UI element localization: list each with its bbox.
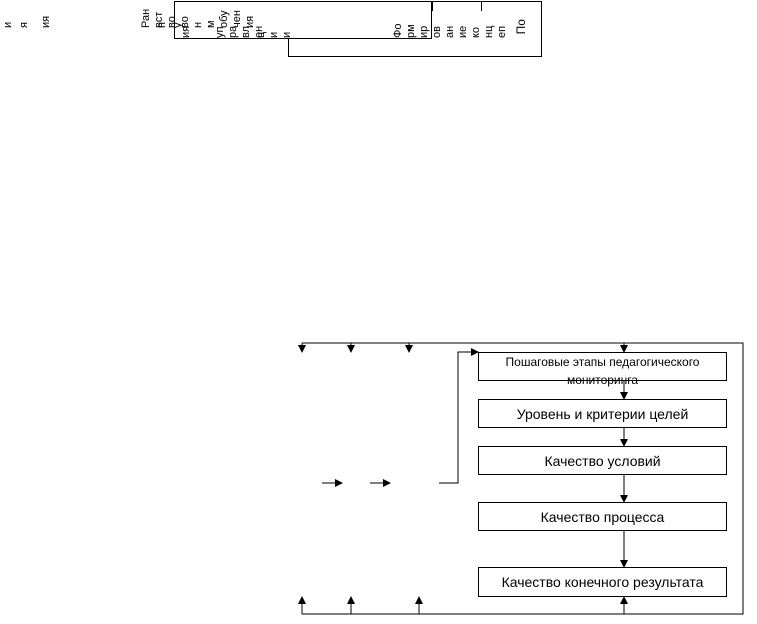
top-inner-box xyxy=(432,1,482,11)
step-goal-levels: Уровень и критерии целей xyxy=(478,399,727,428)
step-monitoring-stages-label: Пошаговые этапы педагогического монитори… xyxy=(505,355,700,387)
step-monitoring-stages: Пошаговые этапы педагогического монитори… xyxy=(478,352,727,387)
step-result-quality-label: Качество конечного результата xyxy=(501,574,704,590)
step-conditions-quality: Качество условий xyxy=(478,446,727,475)
step-process-quality-label: Качество процесса xyxy=(540,508,665,525)
step-goal-levels-label: Уровень и критерии целей xyxy=(516,405,689,422)
step-result-quality: Качество конечного результата xyxy=(478,567,727,597)
step-process-quality: Качество процесса xyxy=(478,502,727,531)
feed-line xyxy=(439,348,479,484)
step-conditions-quality-label: Качество условий xyxy=(544,452,661,469)
outer-frame-line xyxy=(302,342,744,615)
top-middle-box xyxy=(174,1,432,39)
